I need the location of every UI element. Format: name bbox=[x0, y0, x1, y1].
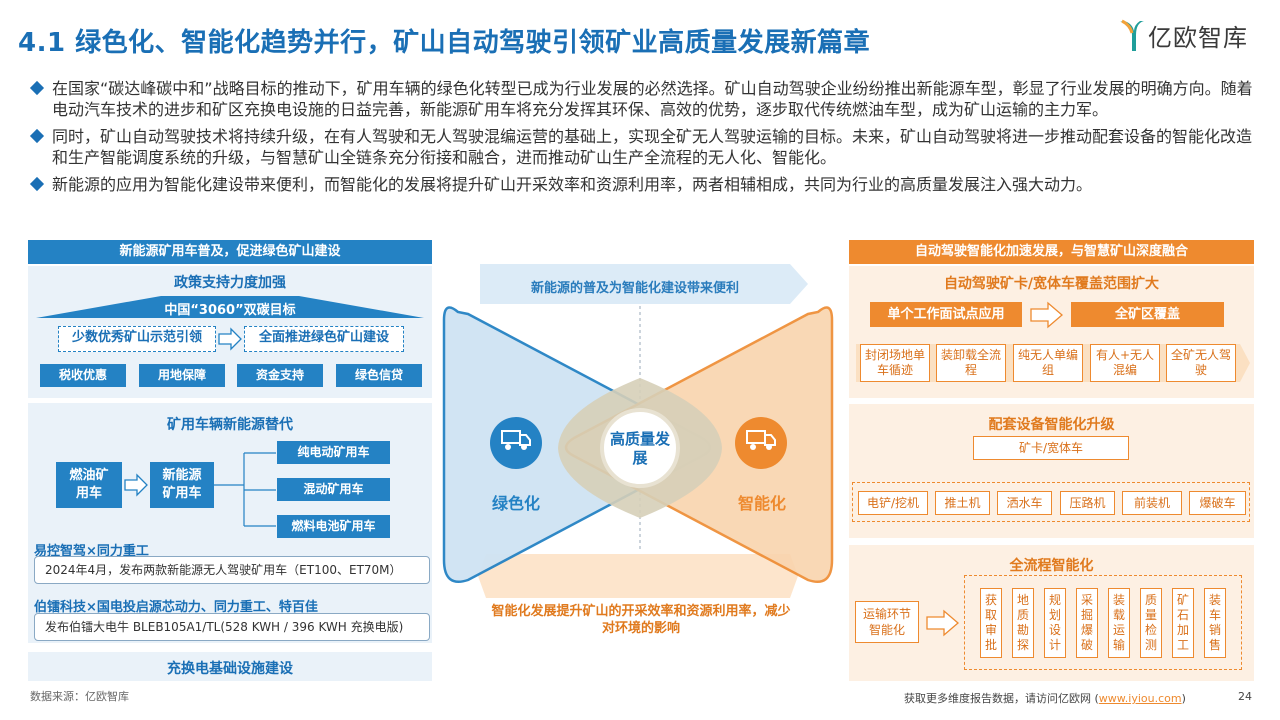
equipment-item: 推土机 bbox=[935, 491, 990, 515]
logo: 亿欧智库 bbox=[1118, 18, 1248, 53]
fuel-truck-box: 燃油矿用车 bbox=[56, 462, 122, 508]
support-item: 用地保障 bbox=[139, 364, 225, 387]
arrow-right-icon bbox=[1030, 301, 1063, 329]
equipment-title: 配套设备智能化升级 bbox=[988, 417, 1115, 433]
equipment-item: 电铲/挖机 bbox=[858, 491, 928, 515]
vehicle-type-item: 燃料电池矿用车 bbox=[277, 515, 390, 538]
vehicle-type-item: 混动矿用车 bbox=[277, 478, 390, 501]
core-label: 高质量发展 bbox=[610, 430, 671, 467]
arrow-right-icon bbox=[218, 327, 242, 351]
process-step: 地质勘探 bbox=[1012, 588, 1034, 658]
equipment-group bbox=[852, 482, 1250, 522]
stage-item: 全矿无人驾驶 bbox=[1166, 344, 1236, 382]
truck-icon bbox=[746, 430, 776, 450]
equipment-item: 爆破车 bbox=[1189, 491, 1246, 515]
stage-item: 装卸载全流程 bbox=[936, 344, 1006, 382]
smart-label: 智能化 bbox=[737, 494, 786, 513]
process-from: 运输环节智能化 bbox=[855, 601, 919, 643]
process-group bbox=[964, 575, 1242, 670]
replacement-title: 矿用车辆新能源替代 bbox=[167, 417, 293, 433]
arrow-right-icon bbox=[124, 473, 148, 497]
page-number: 24 bbox=[1238, 690, 1252, 703]
process-step: 获取审批 bbox=[980, 588, 1002, 658]
case-detail: 发布伯镭大电牛 BLEB105A1/TL(528 KWH / 396 KWH 充… bbox=[34, 613, 430, 641]
coverage-to: 全矿区覆盖 bbox=[1071, 302, 1224, 327]
equipment-item: 压路机 bbox=[1060, 491, 1115, 515]
bottom-arrow-label: 智能化发展提升矿山的开采效率和资源利用率，减少对环境的影响 bbox=[491, 604, 791, 636]
target-trapezoid bbox=[36, 296, 424, 318]
coverage-title: 自动驾驶矿卡/宽体车覆盖范围扩大 bbox=[943, 276, 1160, 292]
coverage-from: 单个工作面试点应用 bbox=[870, 302, 1022, 327]
source-note: 数据来源：亿欧智库 bbox=[30, 690, 129, 703]
process-title: 全流程智能化 bbox=[1009, 558, 1094, 574]
step-to-box: 全面推进绿色矿山建设 bbox=[244, 326, 404, 352]
support-item: 资金支持 bbox=[237, 364, 323, 387]
arrow-right-icon bbox=[926, 609, 959, 637]
equipment-item: 前装机 bbox=[1122, 491, 1182, 515]
right-panel-header: 自动驾驶智能化加速发展，与智慧矿山深度融合 bbox=[849, 240, 1254, 264]
bullet-item: 同时，矿山自动驾驶技术将持续升级，在有人驾驶和无人驾驶混编运营的基础上，实现全矿… bbox=[29, 126, 1255, 168]
bullet-item: 新能源的应用为智能化建设带来便利，而智能化的发展将提升矿山开采效率和资源利用率，… bbox=[29, 174, 1255, 195]
equipment-section bbox=[849, 404, 1254, 538]
process-step: 采掘爆破 bbox=[1076, 588, 1098, 658]
process-step: 质量检测 bbox=[1140, 588, 1162, 658]
stage-item: 有人+无人混编 bbox=[1090, 344, 1160, 382]
case-company: 易控智驾×同力重工 bbox=[34, 544, 149, 559]
website-link[interactable]: www.iyiou.com bbox=[1098, 692, 1182, 705]
bullet-item: 在国家“碳达峰碳中和”战略目标的推动下，矿用车辆的绿色化转型已成为行业发展的必然… bbox=[29, 78, 1255, 120]
page-title: 4.1 绿色化、智能化趋势并行，矿山自动驾驶引领矿业高质量发展新篇章 bbox=[18, 28, 871, 58]
step-from-box: 少数优秀矿山示范引领 bbox=[58, 326, 216, 352]
support-item: 税收优惠 bbox=[40, 364, 126, 387]
policy-title: 政策支持力度加强 bbox=[174, 275, 286, 291]
new-energy-truck-box: 新能源矿用车 bbox=[150, 462, 214, 508]
infra-title: 充换电基础设施建设 bbox=[167, 661, 293, 677]
green-label: 绿色化 bbox=[491, 494, 540, 513]
support-item: 绿色信贷 bbox=[336, 364, 422, 387]
equipment-item: 洒水车 bbox=[997, 491, 1052, 515]
yiou-logo-icon bbox=[1120, 19, 1144, 51]
case-company: 伯镭科技×国电投启源芯动力、同力重工、特百佳 bbox=[34, 600, 318, 615]
case-detail: 2024年4月，发布两款新能源无人驾驶矿用车（ET100、ET70M） bbox=[34, 556, 430, 584]
top-arrow-label: 新能源的普及为智能化建设带来便利 bbox=[530, 281, 739, 296]
vehicle-type-item: 纯电动矿用车 bbox=[277, 441, 390, 464]
process-step: 规划设计 bbox=[1044, 588, 1066, 658]
stage-item: 纯无人单编组 bbox=[1013, 344, 1083, 382]
infra-section bbox=[28, 652, 432, 681]
process-step: 装车销售 bbox=[1204, 588, 1226, 658]
equipment-center: 矿卡/宽体车 bbox=[973, 436, 1129, 460]
bullet-list: 在国家“碳达峰碳中和”战略目标的推动下，矿用车辆的绿色化转型已成为行业发展的必然… bbox=[29, 78, 1255, 201]
diamond-bullet-icon bbox=[29, 176, 45, 192]
left-panel-header: 新能源矿用车普及，促进绿色矿山建设 bbox=[28, 240, 432, 264]
target-label: 中国“3060”双碳目标 bbox=[164, 303, 296, 318]
process-step: 装载运输 bbox=[1108, 588, 1130, 658]
footer-more: 获取更多维度报告数据，请访问亿欧网 (www.iyiou.com) bbox=[904, 692, 1186, 705]
diamond-bullet-icon bbox=[29, 128, 45, 144]
process-step: 矿石加工 bbox=[1172, 588, 1194, 658]
logo-text: 亿欧智库 bbox=[1148, 24, 1248, 52]
stage-item: 封闭场地单车循迹 bbox=[860, 344, 930, 382]
branch-connector bbox=[214, 452, 276, 527]
truck-icon bbox=[501, 430, 531, 450]
diamond-bullet-icon bbox=[29, 80, 45, 96]
